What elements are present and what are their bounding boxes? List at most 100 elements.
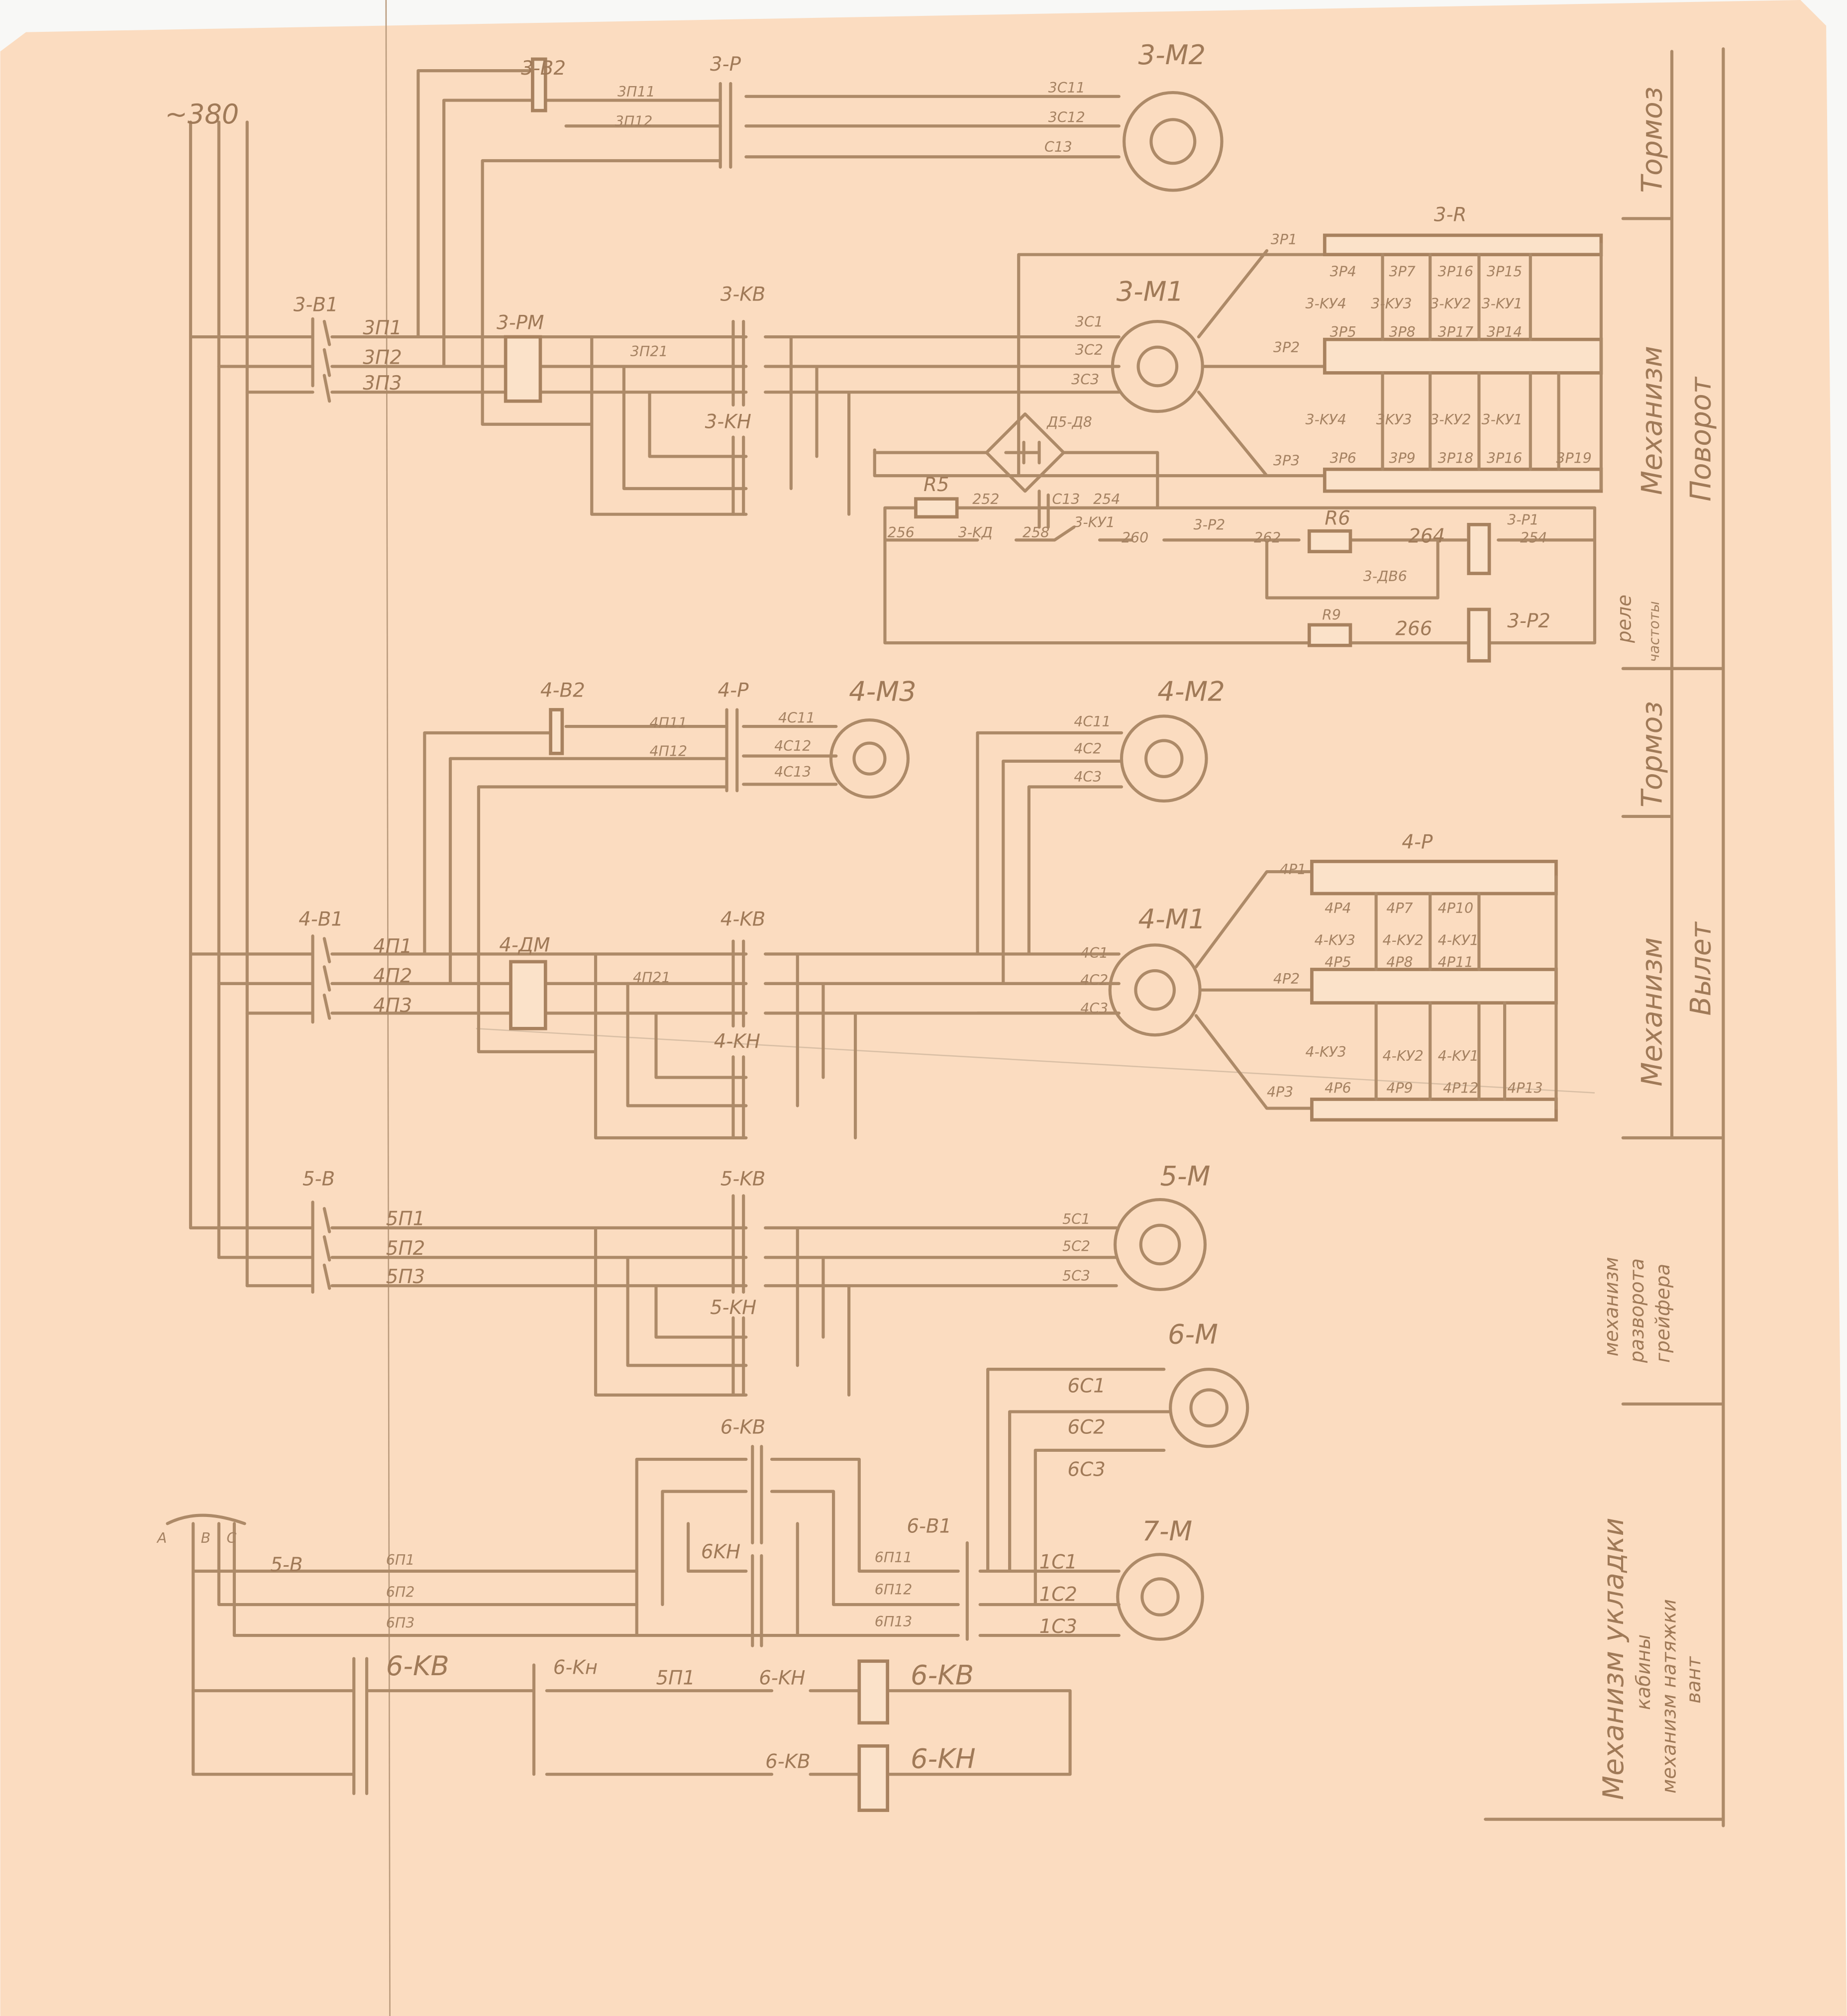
label-r5: R5	[924, 474, 949, 496]
label-4c3: 4C3	[1080, 1000, 1108, 1016]
label-6-kh: 6KH	[701, 1541, 740, 1563]
contact-label: 3P5	[1330, 324, 1356, 340]
label-6c1: 6C1	[1067, 1375, 1105, 1398]
label-254: 254	[1093, 491, 1120, 507]
section-6-cab-stays: A B C 5-B 6П1 6П2 6П3 6-KB 6KH 6-B1 6П11…	[156, 1318, 1249, 1693]
supply-bus: ~380	[165, 99, 249, 1288]
contact-label: 3-KУ3	[1371, 296, 1412, 312]
label-3c1: 3C1	[1075, 313, 1103, 330]
label-252: 252	[972, 491, 999, 507]
label-reach: Вылет	[1685, 921, 1718, 1015]
label-5p3: 5П3	[386, 1266, 425, 1288]
label-266: 266	[1395, 618, 1432, 640]
contact-label: 4P8	[1386, 954, 1413, 970]
label-3-r: 3-R	[1434, 203, 1467, 226]
label-3-p2-contact: 3-P2	[1194, 517, 1226, 533]
contact-label: 4P13	[1507, 1080, 1542, 1097]
contact-label: 3P9	[1389, 450, 1415, 466]
label-3-kd: 3-KД	[958, 524, 993, 541]
relay-3-pm	[504, 335, 542, 403]
label-6p3: 6П3	[386, 1615, 415, 1631]
label-3-b2: 3-B2	[521, 57, 566, 80]
label-3c2: 3C2	[1075, 342, 1103, 358]
label-258: 258	[1023, 524, 1049, 541]
label-3p12: 3П12	[615, 113, 653, 129]
label-3c13: C13	[1044, 139, 1072, 155]
label-4-b1: 4-B1	[299, 908, 343, 931]
label-6-kh-contact-2: 6-KН	[759, 1667, 805, 1689]
label-r6: R6	[1325, 507, 1350, 529]
diode-bridge	[985, 412, 1065, 493]
label-4p11: 4П11	[650, 715, 688, 731]
label-262: 262	[1254, 530, 1281, 546]
label-4-m2-c2: 4C2	[1074, 740, 1102, 757]
label-3p2-terminal: 3P2	[1273, 339, 1300, 356]
label-5p1-control: 5П1	[656, 1667, 695, 1689]
label-5p2: 5П2	[386, 1237, 425, 1260]
control-circuit: 6-KB 6-Kн 5П1 6-KН 6-KB 6-KB 6-KН	[192, 1650, 1072, 1812]
label-cab-2: кабины	[1633, 1634, 1655, 1710]
label-3p3-terminal: 3P3	[1273, 452, 1300, 469]
label-3-ku1: 3-KУ1	[1074, 514, 1115, 531]
label-6-kb-contact: 6-KB	[386, 1650, 449, 1682]
contact-label: 3-KУ1	[1482, 411, 1523, 428]
label-relay: реле	[1613, 595, 1636, 643]
label-3-pm: 3-PM	[497, 312, 544, 334]
label-6-5-b: 5-B	[270, 1554, 303, 1576]
contact-label: 3P4	[1330, 264, 1356, 280]
label-4-kh: 4-KH	[714, 1030, 760, 1053]
label-1c3: 1C3	[1039, 1615, 1077, 1638]
label-4-m2-c1: 4C11	[1074, 713, 1111, 730]
label-4c13: 4C13	[774, 764, 811, 780]
contact-label: 4P5	[1325, 954, 1351, 970]
contact-label: 3P7	[1389, 264, 1415, 280]
contact-label: 4-KУ1	[1438, 1048, 1479, 1064]
resistor-r6	[1307, 529, 1352, 553]
label-3p1-terminal: 3P1	[1271, 231, 1297, 248]
label-4p2: 4П2	[373, 965, 412, 987]
contact-label: 3P14	[1487, 324, 1522, 340]
contact-label: 3P19	[1556, 450, 1591, 466]
label-bridge: Д5-Д8	[1046, 414, 1092, 430]
label-4-p-resistor: 4-P	[1402, 831, 1433, 854]
motor-3-m1-label: 3-M1	[1117, 276, 1184, 307]
label-256: 256	[888, 524, 915, 541]
motor-5-m-label: 5-M	[1160, 1161, 1210, 1192]
label-grab-2: разворота	[1626, 1258, 1648, 1363]
label-5-kb: 5-KB	[720, 1168, 766, 1191]
contact-label: 4P9	[1386, 1080, 1413, 1097]
contact-label: 4-KУ1	[1438, 932, 1479, 948]
label-cab-3: механизм натяжки	[1658, 1599, 1681, 1794]
contact-label: 3P8	[1389, 324, 1415, 340]
label-3c3: 3C3	[1071, 372, 1099, 388]
label-4p2-terminal: 4P2	[1273, 971, 1300, 987]
label-3-b1: 3-B1	[294, 294, 338, 316]
label-6p13: 6П13	[875, 1613, 913, 1630]
contact-label: 4-KУ3	[1315, 932, 1355, 948]
label-5-kh: 5-KH	[710, 1297, 756, 1319]
label-3-p: 3-P	[710, 53, 741, 76]
label-4p1-terminal: 4P1	[1280, 861, 1306, 878]
label-4p21: 4П21	[633, 969, 671, 986]
label-4-p: 4-P	[718, 680, 749, 702]
label-rotation: Поворот	[1685, 376, 1718, 502]
label-3-p2-coil: 3-P2	[1507, 610, 1550, 632]
contact-label: 3P18	[1438, 450, 1473, 466]
label-phase-b: B	[201, 1530, 210, 1546]
label-6-kh-coil: 6-KН	[911, 1743, 975, 1774]
contact-label: 4P12	[1443, 1080, 1478, 1097]
label-5c3: 5C3	[1062, 1268, 1090, 1284]
label-6p12: 6П12	[875, 1581, 913, 1598]
coil-6-kh	[857, 1744, 890, 1812]
label-6-kb-coil: 6-KB	[911, 1659, 974, 1691]
label-3p3: 3П3	[363, 372, 402, 395]
label-4-b2: 4-B2	[540, 680, 585, 702]
contact-label: 3P16	[1438, 264, 1473, 280]
label-3p11: 3П11	[617, 84, 655, 100]
label-r9: R9	[1322, 607, 1341, 623]
section-4-reach: 4-B2 4П11 4П12 4-P 4C11 4C12 4C13 4-M3 4…	[189, 676, 1558, 1140]
contact-label: 4P7	[1386, 900, 1413, 916]
